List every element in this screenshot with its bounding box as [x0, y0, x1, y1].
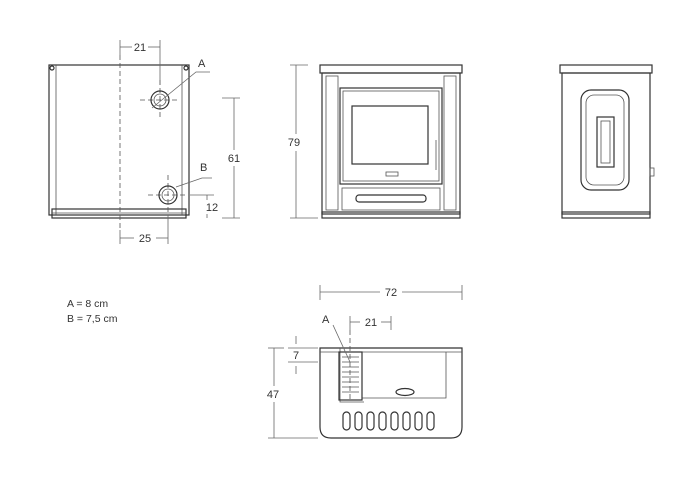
dim-top-edge-offset: 7	[293, 350, 299, 362]
top-view: A 72 21 7 47	[267, 285, 463, 439]
outlet-a-icon	[150, 90, 170, 110]
side-view	[559, 64, 655, 219]
ash-drawer	[341, 187, 441, 211]
dim-top-depth: 47	[267, 389, 279, 401]
label-b: B	[200, 162, 207, 174]
dim-rear-base-height: 12	[206, 202, 218, 214]
fire-door	[339, 87, 443, 185]
flue-grill-icon	[338, 351, 363, 401]
dim-top-a-offset: 21	[365, 317, 377, 329]
note-b-diameter: B = 7,5 cm	[67, 313, 118, 325]
dim-front-height: 79	[288, 137, 300, 149]
front-view: 79	[288, 64, 463, 219]
handle-icon	[395, 387, 415, 397]
dim-rear-b-offset: 25	[139, 233, 151, 245]
note-a-diameter: A = 8 cm	[67, 298, 109, 310]
label-a: A	[198, 58, 206, 70]
dim-rear-a-offset: 21	[134, 42, 146, 54]
outlet-b-icon	[158, 185, 178, 205]
label-top-a: A	[322, 314, 330, 326]
dim-rear-b-height: 61	[228, 153, 240, 165]
vent-slots	[342, 411, 435, 431]
rear-view: A B 21 25 61 12	[48, 40, 240, 245]
dim-top-width: 72	[385, 287, 397, 299]
